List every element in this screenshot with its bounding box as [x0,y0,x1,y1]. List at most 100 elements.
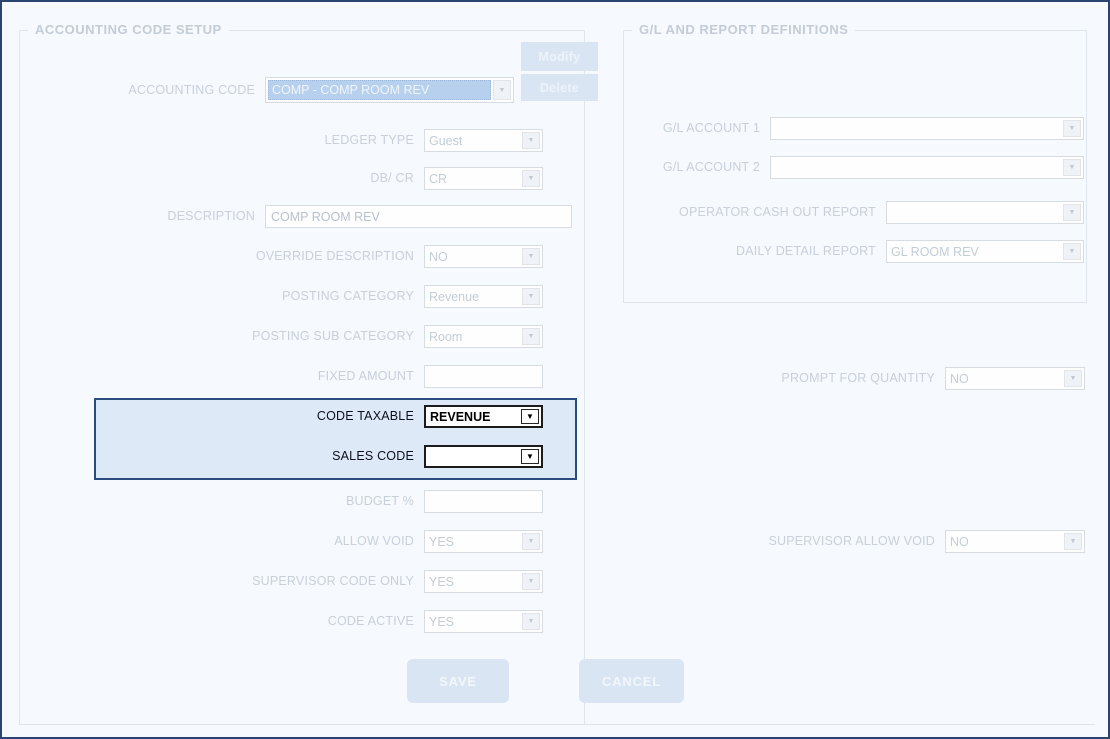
chevron-down-icon: ▼ [526,411,534,421]
supervisor-allow-void-select[interactable]: NO ▼ [945,530,1085,553]
daily-detail-report-select[interactable]: GL ROOM REV ▼ [886,240,1084,263]
accounting-code-label: ACCOUNTING CODE [128,83,255,97]
supervisor-allow-void-value: NO [950,534,969,549]
posting-category-select[interactable]: Revenue ▼ [424,285,543,308]
sales-code-label: SALES CODE [332,449,414,463]
panel-legend: G/L AND REPORT DEFINITIONS [632,22,856,37]
chevron-down-icon: ▼ [527,618,535,625]
chevron-down-icon: ▼ [527,578,535,585]
chevron-down-icon: ▼ [1069,538,1077,545]
combo-arrow-button[interactable]: ▼ [1063,243,1081,260]
combo-arrow-button[interactable]: ▼ [1063,204,1081,221]
gl-account-1-value [771,118,1061,139]
gl-account-2-value [771,157,1061,178]
code-taxable-label: CODE TAXABLE [316,409,414,423]
description-label: DESCRIPTION [167,209,255,223]
fixed-amount-input[interactable] [424,365,543,388]
combo-arrow-button[interactable]: ▼ [522,288,540,305]
combo-arrow-button[interactable]: ▼ [522,533,540,550]
chevron-down-icon: ▼ [527,538,535,545]
budget-pct-input[interactable] [424,490,543,513]
combo-arrow-button[interactable]: ▼ [521,409,539,424]
combo-arrow-button[interactable]: ▼ [522,573,540,590]
gl-report-definitions-panel: G/L AND REPORT DEFINITIONS [623,22,1087,303]
operator-cash-out-report-select[interactable]: ▼ [886,201,1084,224]
ledger-type-select[interactable]: Guest ▼ [424,129,543,152]
posting-category-value: Revenue [429,289,480,304]
combo-arrow-button[interactable]: ▼ [493,80,511,100]
daily-detail-report-value: GL ROOM REV [891,244,979,259]
combo-arrow-button[interactable]: ▼ [1063,159,1081,176]
combo-arrow-button[interactable]: ▼ [1064,533,1082,550]
gl-account-2-label: G/L ACCOUNT 2 [662,160,760,174]
daily-detail-report-label: DAILY DETAIL REPORT [736,244,876,258]
prompt-for-quantity-label: PROMPT FOR QUANTITY [781,371,935,385]
combo-arrow-button[interactable]: ▼ [522,170,540,187]
supervisor-code-only-label: SUPERVISOR CODE ONLY [252,574,414,588]
db-cr-label: DB/ CR [370,171,414,185]
budget-pct-label: BUDGET % [345,494,414,508]
operator-cash-out-report-value [887,202,1061,223]
override-description-label: OVERRIDE DESCRIPTION [255,249,414,263]
code-taxable-value: REVENUE [430,409,491,424]
gl-account-2-select[interactable]: ▼ [770,156,1084,179]
combo-arrow-button[interactable]: ▼ [1063,120,1081,137]
chevron-down-icon: ▼ [527,253,535,260]
chevron-down-icon: ▼ [526,451,534,461]
posting-category-label: POSTING CATEGORY [282,289,414,303]
db-cr-select[interactable]: CR ▼ [424,167,543,190]
combo-arrow-button[interactable]: ▼ [521,449,539,464]
posting-sub-category-value: Room [429,329,463,344]
supervisor-code-only-select[interactable]: YES ▼ [424,570,543,593]
posting-sub-category-label: POSTING SUB CATEGORY [252,329,414,343]
supervisor-code-only-value: YES [429,574,455,589]
combo-arrow-button[interactable]: ▼ [1064,370,1082,387]
chevron-down-icon: ▼ [1069,375,1077,382]
gl-account-1-select[interactable]: ▼ [770,117,1084,140]
chevron-down-icon: ▼ [527,175,535,182]
code-taxable-select[interactable]: REVENUE ▼ [424,405,543,428]
chevron-down-icon: ▼ [498,86,506,94]
combo-arrow-button[interactable]: ▼ [522,613,540,630]
supervisor-allow-void-label: SUPERVISOR ALLOW VOID [768,534,935,548]
code-active-select[interactable]: YES ▼ [424,610,543,633]
description-input[interactable]: COMP ROOM REV [265,205,572,228]
combo-arrow-button[interactable]: ▼ [522,132,540,149]
ledger-type-value: Guest [429,133,463,148]
chevron-down-icon: ▼ [1068,209,1076,216]
chevron-down-icon: ▼ [1068,248,1076,255]
sales-code-value [426,447,519,466]
allow-void-select[interactable]: YES ▼ [424,530,543,553]
prompt-for-quantity-value: NO [950,371,969,386]
sales-code-select[interactable]: ▼ [424,445,543,468]
code-active-value: YES [429,614,455,629]
panel-bottom-border [585,724,1095,725]
posting-sub-category-select[interactable]: Room ▼ [424,325,543,348]
prompt-for-quantity-select[interactable]: NO ▼ [945,367,1085,390]
save-button[interactable]: SAVE [407,659,509,703]
accounting-code-select[interactable]: COMP - COMP ROOM REV ▼ [265,77,514,103]
modify-button[interactable]: Modify [521,42,598,71]
chevron-down-icon: ▼ [527,293,535,300]
code-active-label: CODE ACTIVE [327,614,414,628]
allow-void-label: ALLOW VOID [334,534,414,548]
accounting-code-selected-value: COMP - COMP ROOM REV [268,80,491,100]
chevron-down-icon: ▼ [1068,164,1076,171]
gl-account-1-label: G/L ACCOUNT 1 [662,121,760,135]
combo-arrow-button[interactable]: ▼ [522,328,540,345]
override-description-select[interactable]: NO ▼ [424,245,543,268]
panel-legend: ACCOUNTING CODE SETUP [28,22,229,37]
override-description-value: NO [429,249,448,264]
chevron-down-icon: ▼ [527,333,535,340]
accounting-code-setup-panel: ACCOUNTING CODE SETUP [19,22,585,725]
operator-cash-out-report-label: OPERATOR CASH OUT REPORT [679,205,876,219]
chevron-down-icon: ▼ [1068,125,1076,132]
cancel-button[interactable]: CANCEL [579,659,684,703]
db-cr-value: CR [429,171,448,186]
ledger-type-label: LEDGER TYPE [324,133,414,147]
delete-button[interactable]: Delete [521,74,598,101]
fixed-amount-label: FIXED AMOUNT [317,369,414,383]
combo-arrow-button[interactable]: ▼ [522,248,540,265]
allow-void-value: YES [429,534,455,549]
